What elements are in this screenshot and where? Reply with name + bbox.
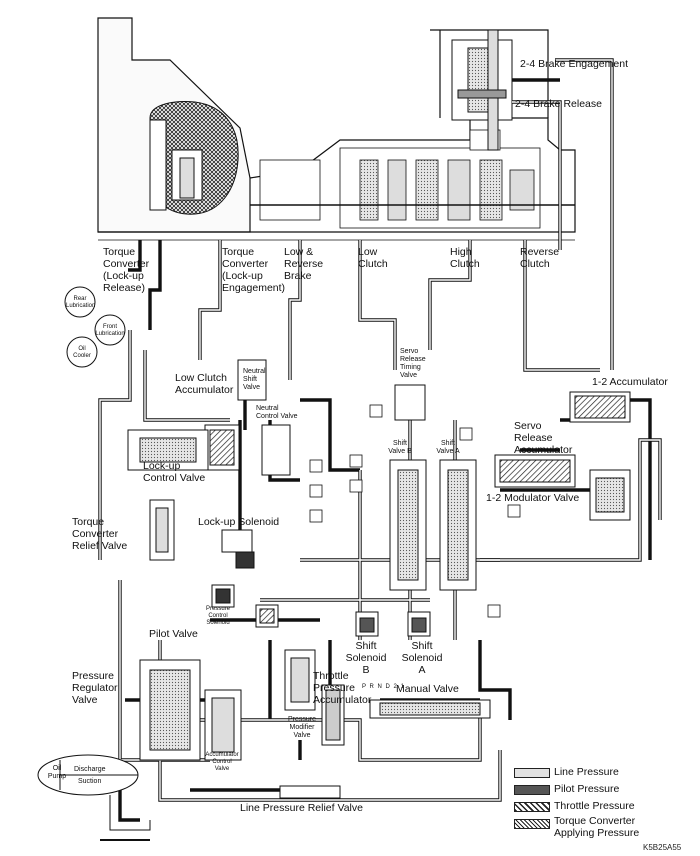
lubrication-circles — [64, 286, 126, 368]
legend-swatch-line-pressure — [514, 768, 550, 778]
label-oil-cooler: Oil Cooler — [73, 346, 91, 359]
valve-bodies — [127, 359, 631, 799]
legend-label-line-pressure: Line Pressure — [554, 766, 619, 778]
label-oil-pump: Oil Pump — [47, 765, 67, 780]
label-high-clutch: High Clutch — [450, 246, 480, 270]
label-manual-valve: Manual Valve — [396, 683, 459, 695]
label-lockup-control-valve: Lock-up Control Valve — [143, 460, 206, 484]
accumulators — [204, 391, 631, 746]
label-low-clutch: Low Clutch — [358, 246, 388, 270]
oil-pump — [37, 754, 151, 841]
label-pressure-modifier-valve: Pressure Modifier Valve — [287, 716, 316, 739]
legend-label-throttle-pressure: Throttle Pressure — [554, 800, 635, 812]
legend-swatch-throttle-pressure — [514, 802, 550, 812]
label-accumulator-control-valve: Accumulator Control Valve — [205, 752, 239, 772]
label-1-2-accumulator: 1-2 Accumulator — [592, 376, 668, 388]
label-rear-lubrication: Rear Lubrication — [66, 296, 96, 309]
label-neutral-shift-valve: Neutral Shift Valve — [243, 368, 266, 391]
solenoids — [211, 529, 431, 637]
legend-label-pilot-pressure: Pilot Pressure — [554, 783, 620, 795]
label-front-lubrication: Front Lubrication — [95, 324, 125, 337]
label-servo-release-timing-valve: Servo Release Timing Valve — [400, 348, 426, 379]
label-pressure-control-solenoid: Pressure Control Solenoid — [205, 606, 230, 626]
torque-converter — [149, 101, 239, 215]
legend-label-torque-converter-pressure: Torque Converter Applying Pressure — [554, 815, 640, 839]
legend-swatch-pilot-pressure — [514, 785, 550, 795]
label-manual-positions: P R N D 2 1 — [362, 684, 405, 690]
label-throttle-pressure-accumulator: Throttle Pressure Accumulator — [313, 670, 372, 706]
label-torque-converter-relief-valve: Torque Converter Relief Valve — [72, 516, 128, 552]
label-shift-solenoid-a: Shift Solenoid A — [401, 640, 443, 676]
label-shift-solenoid-b: Shift Solenoid B — [345, 640, 387, 676]
label-neutral-control-valve: Neutral Control Valve — [256, 405, 298, 420]
clutch-assembly — [250, 129, 575, 229]
label-pressure-regulator-valve: Pressure Regulator Valve — [72, 670, 118, 706]
label-pilot-valve: Pilot Valve — [149, 628, 198, 640]
brake-servo — [451, 29, 513, 151]
figure-code: K5B25A55 — [643, 843, 682, 852]
legend-swatch-torque-converter-pressure — [514, 819, 550, 829]
label-2-4-brake-release: 2-4 Brake Release — [515, 98, 602, 110]
label-shift-valve-a: Shift Valve A — [436, 440, 460, 455]
label-2-4-brake-engagement: 2-4 Brake Engagement — [520, 58, 628, 70]
label-low-clutch-accumulator: Low Clutch Accumulator — [175, 372, 234, 396]
label-servo-release-accumulator: Servo Release Accumulator — [514, 420, 573, 456]
check-balls — [309, 404, 521, 618]
label-torque-converter-lockup-engagement: Torque Converter (Lock-up Engagement) — [222, 246, 286, 294]
label-torque-converter-lockup-release: Torque Converter (Lock-up Release) — [103, 246, 150, 294]
label-lockup-solenoid: Lock-up Solenoid — [198, 516, 280, 528]
label-suction: Suction — [78, 778, 102, 785]
label-discharge: Discharge — [74, 766, 106, 773]
label-shift-valve-b: Shift Valve B — [388, 440, 412, 455]
label-low-reverse-brake: Low & Reverse Brake — [284, 246, 324, 282]
label-reverse-clutch: Reverse Clutch — [520, 246, 560, 270]
label-line-pressure-relief-valve: Line Pressure Relief Valve — [240, 802, 363, 814]
label-1-2-modulator-valve: 1-2 Modulator Valve — [486, 492, 580, 504]
